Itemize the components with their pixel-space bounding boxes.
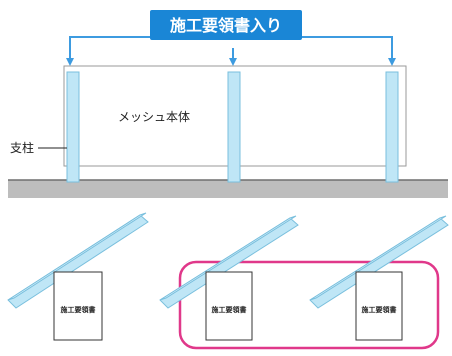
post-label: 支柱 [10,140,34,155]
manual-2: 施工要領書 [205,271,253,341]
manual-label: 施工要領書 [212,305,247,314]
post-left [66,71,80,183]
lying-post-1 [7,212,149,309]
posts [66,71,399,183]
manual-1: 施工要領書 [53,271,103,341]
mesh-label: メッシュ本体 [118,110,190,124]
post-middle [227,71,241,183]
manual-label: 施工要領書 [362,305,397,314]
lying-post-2 [159,215,299,309]
callout-connectors [66,36,396,66]
lying-post-3 [309,215,449,309]
ground [8,179,448,198]
post-right [385,71,399,183]
callout-label: 施工要領書入り [170,16,282,35]
highlight-frame [178,260,440,350]
manual-3: 施工要領書 [355,271,403,341]
callout-box: 施工要領書入り [150,10,302,40]
manual-label: 施工要領書 [61,305,96,314]
